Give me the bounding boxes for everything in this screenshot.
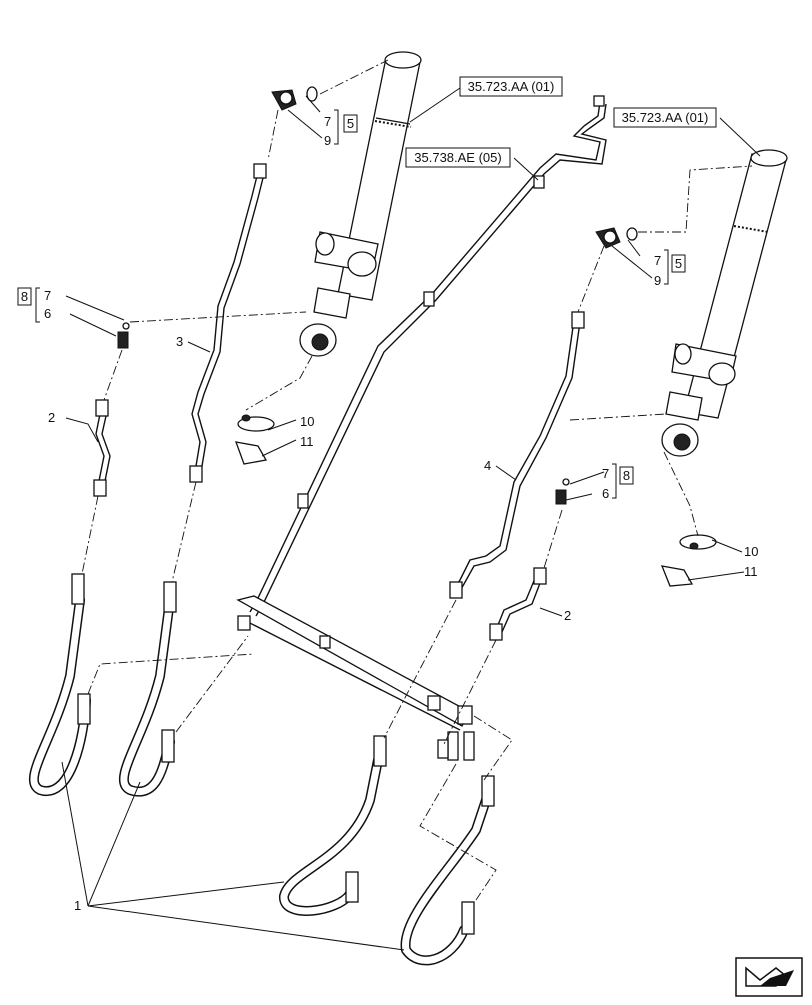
- callout-2: 2: [564, 608, 571, 623]
- arrow-next-icon[interactable]: [735, 957, 803, 997]
- callout-7: 7: [44, 288, 51, 303]
- hose-1b: [119, 581, 177, 797]
- adapter-fitting-right: [555, 478, 570, 505]
- callout-3: 3: [176, 334, 183, 349]
- callout-7: 7: [654, 253, 661, 268]
- long-tube-assembly: [236, 95, 607, 761]
- callout-9: 9: [654, 273, 661, 288]
- kit-number: 5: [347, 116, 354, 131]
- callout-7: 7: [324, 114, 331, 129]
- pipe-4: [449, 311, 585, 599]
- callout-6: 6: [44, 306, 51, 321]
- connection-lines: [81, 59, 753, 901]
- clamp-bracket-11-left: [235, 441, 268, 465]
- elbow-fitting-left: [271, 89, 297, 111]
- pipe-3: [189, 163, 267, 483]
- reference-label: 35.723.AA (01): [468, 79, 555, 94]
- callout-7: 7: [602, 466, 609, 481]
- callout-11: 11: [744, 564, 758, 579]
- callout-11: 11: [300, 434, 314, 449]
- reference-box-cylinder-right[interactable]: 35.723.AA (01): [613, 107, 717, 128]
- callout-6: 6: [602, 486, 609, 501]
- callout-4: 4: [484, 458, 491, 473]
- o-ring-left: [306, 86, 318, 102]
- clamp-bracket-11-right: [660, 565, 694, 587]
- pipe-2-left: [93, 399, 111, 497]
- callout-2: 2: [48, 410, 55, 425]
- reference-box-cylinder-left[interactable]: 35.723.AA (01): [459, 76, 563, 97]
- elbow-fitting-right: [595, 227, 621, 249]
- reference-label: 35.738.AE (05): [414, 150, 501, 165]
- kit-group-8-left: 8 7 6: [17, 287, 51, 323]
- callout-9: 9: [324, 133, 331, 148]
- kit-group-5-right: 5 7 9: [654, 249, 686, 288]
- cylinder-left: [299, 51, 422, 357]
- adapter-fitting-left: [117, 322, 130, 349]
- pipe-2-right: [489, 567, 547, 641]
- reference-box-tube[interactable]: 35.738.AE (05): [405, 147, 511, 168]
- callout-10: 10: [744, 544, 758, 559]
- callout-10: 10: [300, 414, 314, 429]
- hose-1c: [279, 735, 387, 916]
- o-ring-right: [626, 227, 638, 241]
- clamp-10-right: [679, 534, 717, 550]
- reference-label: 35.723.AA (01): [622, 110, 709, 125]
- kit-group-8-right: 8 7 6: [602, 463, 634, 501]
- kit-group-5-left: 5 7 9: [324, 109, 358, 148]
- hose-1d: [400, 775, 495, 966]
- kit-number: 5: [675, 256, 682, 271]
- cylinder-right: [661, 149, 788, 457]
- kit-number: 8: [21, 289, 28, 304]
- callout-1: 1: [74, 898, 81, 913]
- leader-lines: [61, 87, 761, 951]
- hose-1a: [29, 573, 91, 797]
- clamp-10-left: [237, 414, 275, 432]
- kit-number: 8: [623, 468, 630, 483]
